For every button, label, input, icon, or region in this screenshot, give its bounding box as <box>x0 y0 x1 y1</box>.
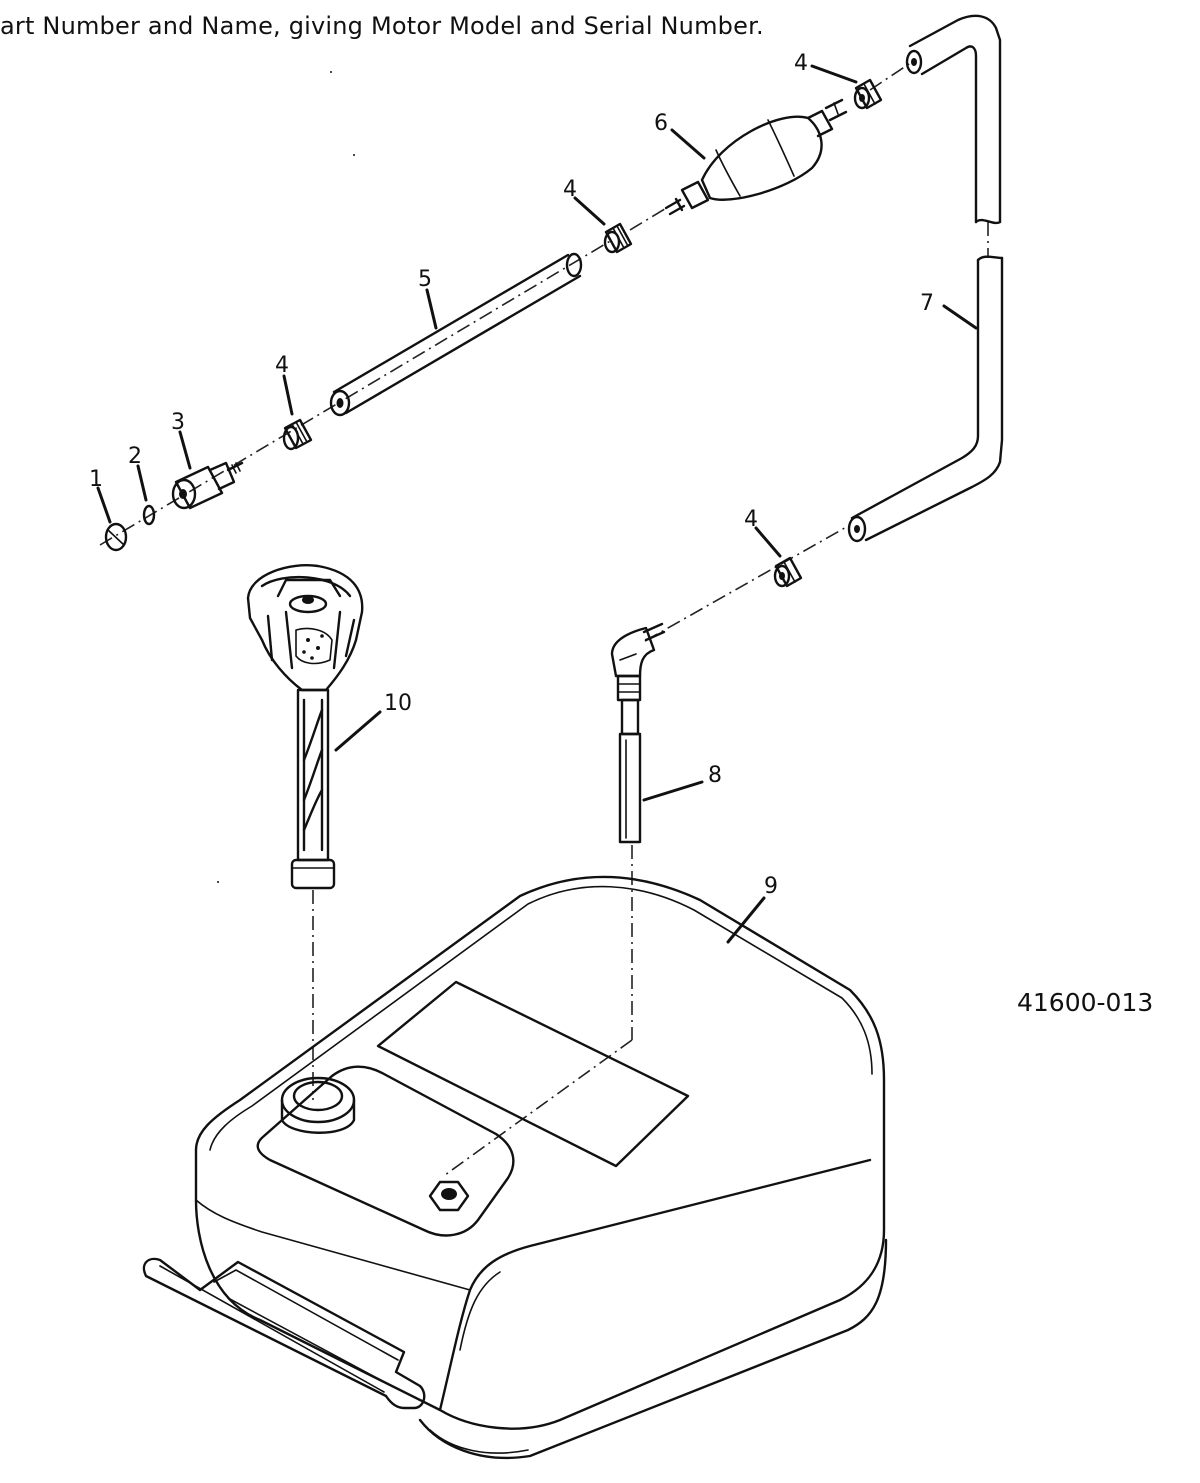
callout-1: 1 <box>89 467 103 492</box>
instruction-header: art Number and Name, giving Motor Model … <box>0 12 764 40</box>
callout-leaders <box>96 64 978 944</box>
part-4c-fitting <box>853 78 883 110</box>
callout-3: 3 <box>171 410 185 435</box>
part-10-fuel-gauge <box>246 564 364 890</box>
part-1-clip <box>104 522 128 552</box>
callout-8: 8 <box>708 763 722 788</box>
callout-4a: 4 <box>275 353 289 378</box>
callout-numbers: 1 2 3 4 5 4 6 4 7 4 8 9 10 <box>89 51 934 899</box>
callout-4d: 4 <box>744 507 758 532</box>
callout-4b: 4 <box>563 177 577 202</box>
figure-id-label: 41600-013 <box>1017 988 1154 1017</box>
part-5-hose <box>329 252 583 417</box>
part-4b-fitting <box>603 222 633 254</box>
callout-10: 10 <box>384 691 412 716</box>
part-7-hose-upper <box>905 14 1002 225</box>
callout-4c: 4 <box>794 51 808 76</box>
part-2-o-ring <box>142 504 156 526</box>
callout-7: 7 <box>920 291 934 316</box>
part-9-fuel-tank <box>142 875 888 1460</box>
part-7-hose-lower <box>847 255 1004 543</box>
assembly-centerlines <box>99 61 989 1176</box>
part-3-connector <box>171 461 244 510</box>
callout-2: 2 <box>128 444 142 469</box>
part-8-pickup-tube <box>610 622 666 844</box>
part-4d-fitting <box>773 556 803 588</box>
callout-9: 9 <box>764 874 778 899</box>
callout-5: 5 <box>418 267 432 292</box>
part-6-primer-bulb <box>664 98 848 216</box>
scan-specks <box>217 71 355 883</box>
part-4a-fitting <box>282 418 313 451</box>
callout-6: 6 <box>654 111 668 136</box>
